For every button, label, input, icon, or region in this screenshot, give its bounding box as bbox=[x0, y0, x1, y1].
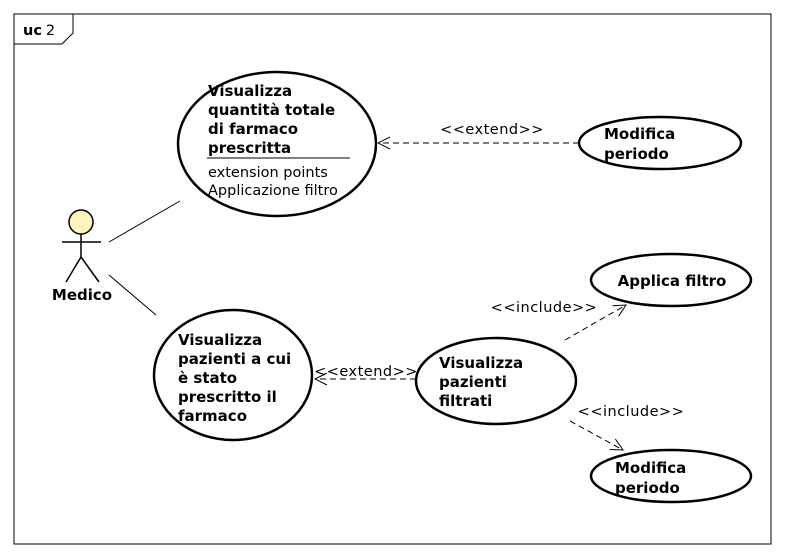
diagram-frame bbox=[13, 13, 772, 545]
association-medico-patients bbox=[108, 274, 157, 316]
use-case-apply-filter[interactable]: Applica filtro bbox=[589, 252, 753, 308]
use-case-name: Applica filtro bbox=[618, 272, 727, 290]
include-label-bottom: <<include>> bbox=[578, 404, 685, 420]
actor-right-leg bbox=[80, 256, 100, 283]
include-label-top: <<include>> bbox=[491, 300, 598, 316]
use-case-filtered-patients[interactable]: Visualizza pazienti filtrati bbox=[414, 336, 578, 426]
actor-label: Medico bbox=[52, 286, 112, 304]
use-case-total-quantity[interactable]: Visualizza quantità totale di farmaco pr… bbox=[176, 70, 378, 218]
use-case-ellipse bbox=[414, 336, 578, 426]
extend-label-mid: <<extend>> bbox=[314, 364, 418, 380]
actor-medico[interactable]: Medico bbox=[52, 209, 112, 304]
frame-label-tab bbox=[14, 14, 74, 45]
extension-point-item: Applicazione filtro bbox=[208, 183, 338, 199]
use-case-ellipse bbox=[589, 448, 753, 504]
use-case-patients[interactable]: Visualizza pazienti a cui è stato prescr… bbox=[152, 308, 314, 442]
association-medico-total-quantity bbox=[108, 200, 181, 243]
use-case-name: Modifica periodo bbox=[604, 125, 680, 163]
actor-head bbox=[68, 209, 94, 235]
use-case-ellipse bbox=[152, 308, 314, 442]
use-case-name: Modifica periodo bbox=[615, 459, 691, 497]
actor-left-leg bbox=[65, 256, 82, 283]
include-arrow-bottom bbox=[569, 420, 623, 450]
use-case-edit-period-top[interactable]: Modifica periodo bbox=[577, 115, 743, 171]
use-case-name: Visualizza pazienti filtrati bbox=[439, 354, 528, 410]
use-case-ellipse bbox=[176, 70, 378, 218]
use-case-edit-period-bottom[interactable]: Modifica periodo bbox=[589, 448, 753, 504]
include-arrow-top bbox=[564, 305, 626, 341]
extend-label-top: <<extend>> bbox=[440, 122, 544, 138]
extension-points-title: extension points bbox=[208, 165, 328, 181]
use-case-name: Visualizza pazienti a cui è stato prescr… bbox=[178, 331, 296, 425]
use-case-name: Visualizza quantità totale di farmaco pr… bbox=[208, 82, 340, 157]
use-case-ellipse bbox=[589, 252, 753, 308]
